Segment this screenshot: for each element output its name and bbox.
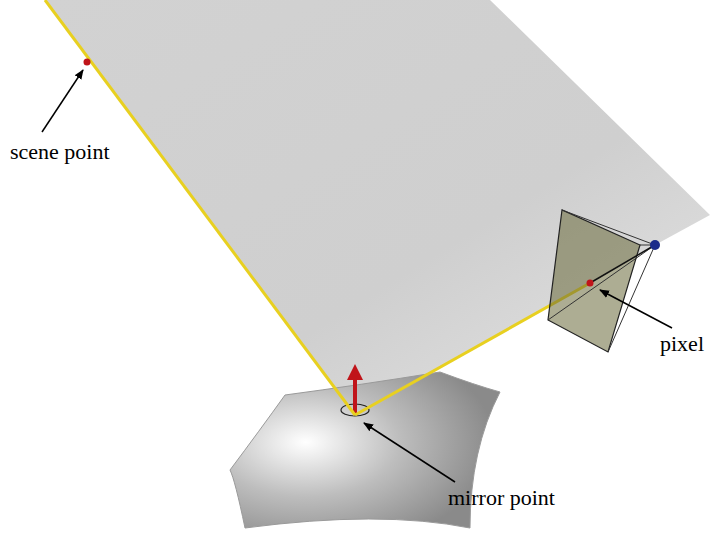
pixel-ray [590,245,655,283]
normal-head [347,364,363,380]
callout-label: pixel [660,332,704,356]
normal-vector [353,378,357,415]
callout-label: scene point [10,140,110,164]
callout-label: mirror point [448,486,555,510]
reflection-plane [45,0,710,415]
incoming-ray [45,0,355,415]
frustum-lines [548,210,655,352]
leader-arrow [364,423,455,482]
leader-arrow [600,290,672,328]
leader-arrow [42,70,83,132]
scene-dot [84,59,91,66]
pixel-dot [587,280,594,287]
camera-center [650,240,660,250]
